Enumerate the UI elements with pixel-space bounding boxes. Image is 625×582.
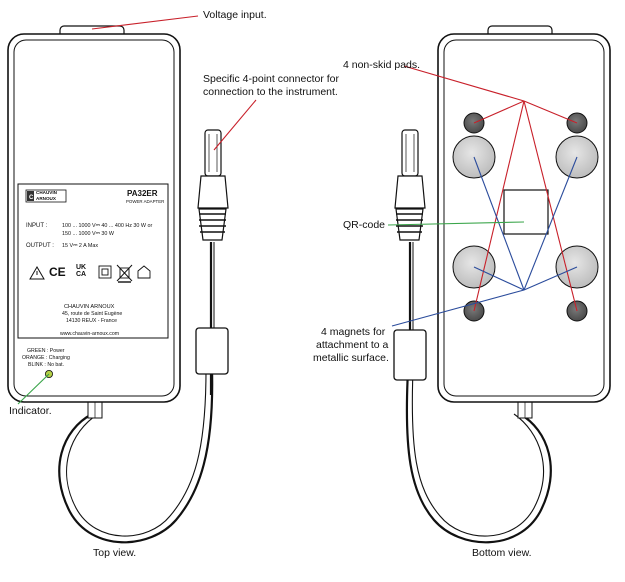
callout-pads: 4 non-skid pads. [343,59,421,71]
voltage-input-pointer [91,15,199,30]
callout-qr: QR-code [343,219,386,231]
output-label: OUTPUT : [26,243,54,249]
top-cable-loop [58,369,214,544]
svg-text:C: C [29,195,34,201]
top-connector [197,129,229,241]
input-spec-1: 100 ... 1000 V⎓ 40 ... 400 Hz 30 W or [62,223,153,229]
bottom-view [393,25,611,544]
callout-magnets-line3: metallic surface. [313,352,389,364]
top-ferrite [195,327,229,375]
company-address-2: 14130 REUX - France [66,318,118,324]
callout-voltage-input: Voltage input. [203,9,267,21]
input-label: INPUT : [26,223,48,229]
callout-connector-line1: Specific 4-point connector for [203,73,339,85]
company-name: CHAUVIN ARNOUX [64,304,115,310]
label-plate [17,183,169,339]
indoor-use-icon [137,265,151,279]
model-name: PA32ER [127,189,158,198]
chauvin-arnoux-logo: C [25,189,67,203]
bottom-connector [394,129,426,241]
ukca-mark: UK CA [76,264,87,278]
company-website: www.chauvin-arnoux.com [60,331,120,337]
connector-pointer [213,99,257,151]
input-spec-2: 150 ... 1000 V⎓ 30 W [62,231,114,237]
warning-icon [29,266,45,280]
ce-mark: CE [49,265,66,279]
caption-top-view: Top view. [93,547,137,559]
qr-pointer [387,221,525,226]
company-address-1: 45, route de Saint Eugène [62,311,123,317]
led-legend-blink: BLINK : No bat. [28,362,65,368]
output-spec: 15 V⎓ 2 A Max [62,243,99,249]
pointer-lines [17,15,578,405]
callout-connector-line2: connection to the instrument. [203,86,338,98]
indicator-pointer [17,373,50,405]
qr-code-box [503,189,549,235]
regulatory-symbols [29,264,151,283]
top-view: C [7,25,229,544]
model-subtitle: POWER ADAPTER [126,199,165,204]
led-legend-orange: ORANGE : Charging [22,355,70,361]
callout-magnets-line2: attachment to a [316,339,389,351]
bottom-cable-loop [405,369,552,544]
led-legend-green: GREEN : Power [27,348,65,354]
callout-magnets-line1: 4 magnets for [321,326,386,338]
logo-text-1: CHAUVIN [36,190,57,195]
logo-text-2: ARNOUX [36,196,56,201]
callout-indicator: Indicator. [9,405,52,417]
double-insulation-icon [98,265,112,279]
caption-bottom-view: Bottom view. [472,547,532,559]
weee-bin-icon [116,264,133,283]
bottom-ferrite [393,329,427,381]
